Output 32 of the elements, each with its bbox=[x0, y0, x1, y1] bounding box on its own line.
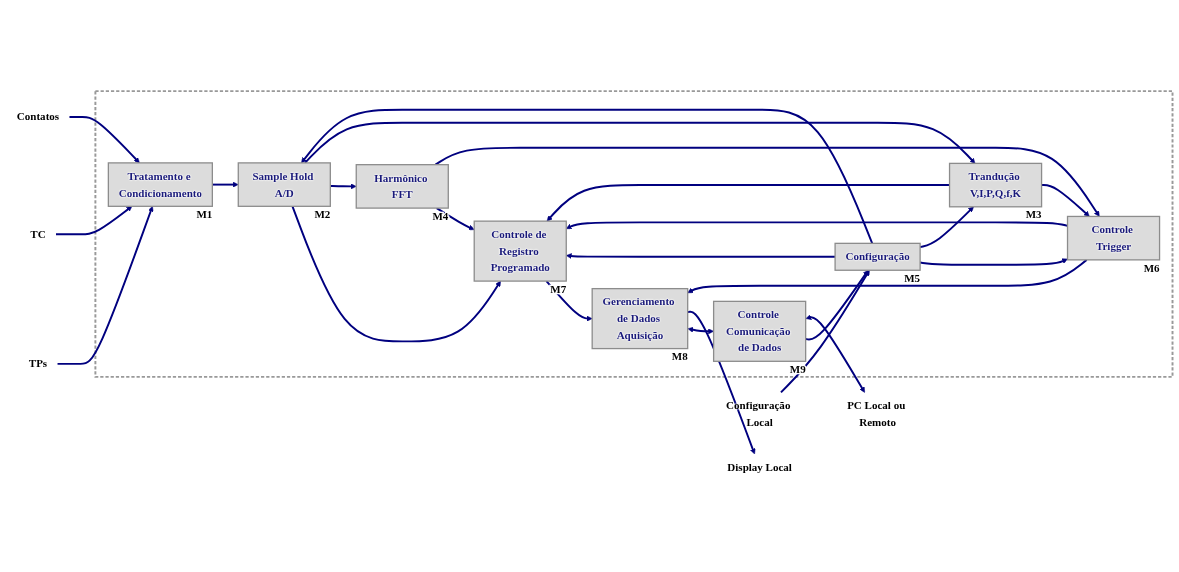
module-box: Controle Trigger bbox=[1066, 215, 1161, 261]
module-box: Harmônico FFT bbox=[355, 164, 449, 209]
arrow bbox=[687, 326, 714, 335]
arrow bbox=[304, 121, 976, 164]
module-box: Controle Comunicação de Dados bbox=[712, 300, 807, 362]
module-tag: M1 bbox=[196, 208, 213, 220]
module-box: Sample Hold A/D bbox=[237, 162, 331, 207]
module-tag: M3 bbox=[1025, 208, 1042, 221]
arrow bbox=[56, 206, 154, 365]
module-box: Controle de Registro Programado bbox=[473, 220, 567, 282]
module-box: Gerenciamento de Dados Aquisição bbox=[591, 288, 689, 350]
arrow bbox=[434, 146, 1100, 217]
module-tag: M8 bbox=[671, 350, 688, 363]
arrow bbox=[55, 206, 133, 236]
arrow bbox=[780, 270, 870, 394]
terminal-label: TPs bbox=[28, 357, 48, 370]
module-box: Tratamento e Condicionamento bbox=[107, 162, 213, 207]
terminal-label: TC bbox=[30, 227, 46, 241]
module-box: Trandução V,I,P,Q,f,K bbox=[948, 162, 1043, 208]
terminal-label: Contatos bbox=[16, 110, 60, 124]
terminal-label: Display Local bbox=[727, 461, 792, 474]
module-tag: M2 bbox=[314, 208, 331, 220]
module-tag: M4 bbox=[432, 209, 449, 222]
module-tag: M6 bbox=[1143, 261, 1160, 274]
module-tag: M5 bbox=[904, 271, 921, 284]
terminal-label: PC Local ou Remoto bbox=[847, 399, 906, 429]
arrow bbox=[687, 258, 1088, 294]
arrow bbox=[291, 205, 501, 343]
arrow bbox=[68, 116, 140, 164]
arrow bbox=[301, 108, 874, 245]
arrow bbox=[805, 314, 865, 393]
module-box: Configuração bbox=[834, 242, 921, 271]
